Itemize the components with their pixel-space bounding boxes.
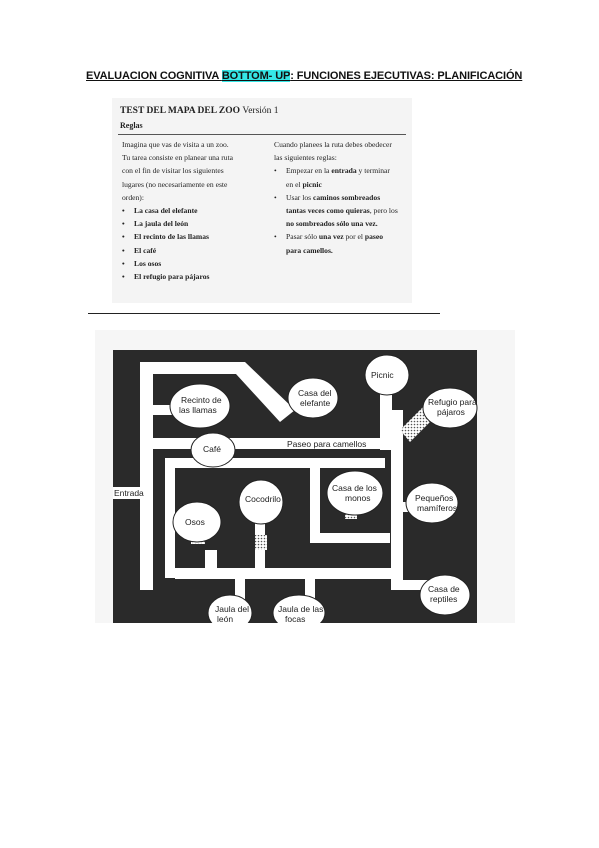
- place-item: Los osos: [122, 257, 262, 270]
- rule-item: Empezar en la entrada y terminar en el p…: [274, 164, 409, 190]
- rule-item: Usar los caminos sombreados tantas veces…: [274, 191, 409, 231]
- heading-part2: : FUNCIONES EJECUTIVAS: PLANIFICACIÓN: [290, 70, 523, 82]
- reptiles-label-line1: Casa de: [428, 584, 460, 594]
- rule-keyword: no sombreados sólo una vez.: [286, 219, 378, 229]
- monkeys-label-line1: Casa de los: [332, 483, 377, 493]
- rules-label: Reglas: [120, 121, 143, 130]
- intro-line: orden):: [122, 192, 144, 202]
- rule-keyword: caminos sombreados: [313, 192, 381, 202]
- rule-text: , pero los: [369, 206, 398, 216]
- monkeys-label-line2: monos: [345, 493, 371, 503]
- place-item: La casa del elefante: [122, 204, 262, 217]
- rules-divider: [118, 134, 406, 135]
- camel-walk-label: Paseo para camellos: [287, 439, 366, 449]
- crocodile-enclosure: [238, 479, 284, 525]
- rule-item: Pasar sólo una vez por el paseo para cam…: [274, 230, 409, 256]
- reptiles-label-line2: reptiles: [430, 594, 457, 604]
- rule-text: Pasar sólo: [286, 232, 319, 242]
- seals-label-line1: Jaula de las: [278, 604, 323, 614]
- intro-line: Imagina que vas de visita a un zoo.: [122, 140, 229, 149]
- rules-list: Empezar en la entrada y terminar en el p…: [274, 164, 409, 256]
- place-item: La jaula del león: [122, 217, 262, 230]
- elephant-label-line1: Casa del: [298, 388, 332, 398]
- rule-text: por el: [343, 232, 365, 242]
- mammals-label-line2: mamíferos: [417, 503, 457, 513]
- rules-intro-line: Cuando planees la ruta debes obedecer: [274, 140, 392, 149]
- cafe-label: Café: [203, 444, 221, 454]
- zoo-map: Recinto de las llamas Casa del elefante …: [113, 350, 478, 623]
- intro-line: Tu tarea consiste en planear una ruta: [122, 153, 234, 163]
- intro-line: lugares (no necesariamente en este: [122, 179, 228, 189]
- section-divider: [88, 313, 440, 314]
- lion-label-line2: león: [217, 614, 233, 623]
- entrance-label: Entrada: [114, 488, 144, 498]
- seals-label-line2: focas: [285, 614, 305, 623]
- rule-text: Usar los: [286, 192, 313, 202]
- lion-label-line1: Jaula del: [215, 604, 249, 614]
- mammals-label-line1: Pequeños: [415, 493, 453, 503]
- zoo-map-figure: Recinto de las llamas Casa del elefante …: [95, 330, 515, 623]
- test-version: Versión 1: [242, 106, 279, 116]
- elephant-house: [287, 377, 339, 419]
- small-mammals-house: [405, 482, 459, 524]
- heading-highlight: BOTTOM- UP: [221, 70, 291, 82]
- rule-keyword: entrada: [331, 166, 357, 176]
- rule-keyword: tantas veces como quieras: [286, 206, 370, 216]
- rule-keyword: picnic: [302, 179, 322, 189]
- birds-label-line2: pájaros: [437, 407, 465, 417]
- reptile-house: [419, 574, 471, 616]
- bird-refuge: [422, 387, 478, 429]
- bears-label: Osos: [185, 517, 205, 527]
- llamas-label-line2: las llamas: [179, 405, 217, 415]
- birds-label-line1: Refugio para: [428, 397, 477, 407]
- place-item: El recinto de las llamas: [122, 230, 262, 243]
- llamas-label-line1: Recinto de: [181, 395, 222, 405]
- picnic-area: [364, 354, 410, 396]
- place-item: El café: [122, 244, 262, 257]
- crocodile-label: Cocodrilo: [245, 494, 281, 504]
- rules-intro-line: las siguientes reglas:: [274, 153, 337, 163]
- intro-line: con el fin de visitar los siguientes: [122, 166, 224, 176]
- test-title: TEST DEL MAPA DEL ZOO Versión 1: [120, 106, 279, 116]
- test-title-text: TEST DEL MAPA DEL ZOO: [120, 106, 241, 116]
- test-instructions-scan: TEST DEL MAPA DEL ZOO Versión 1 Reglas I…: [112, 98, 412, 303]
- instructions-left-column: Imagina que vas de visita a un zoo. Tu t…: [122, 138, 262, 283]
- instructions-right-column: Cuando planees la ruta debes obedecer la…: [274, 138, 409, 257]
- cafe-building: [190, 432, 236, 468]
- rule-text: y terminar: [356, 166, 390, 176]
- rule-text: Empezar en la: [286, 166, 332, 176]
- page-heading: EVALUACION COGNITIVA BOTTOM- UP: FUNCION…: [86, 70, 522, 82]
- seal-cage: [272, 594, 326, 623]
- bear-enclosure: [172, 501, 222, 543]
- places-list: La casa del elefante La jaula del león E…: [122, 204, 262, 283]
- rule-keyword: para camellos.: [286, 245, 333, 255]
- rule-text: en el: [286, 179, 303, 189]
- place-item: El refugio para pájaros: [122, 270, 262, 283]
- lion-cage: [207, 594, 253, 623]
- picnic-label: Picnic: [371, 370, 394, 380]
- heading-part1: EVALUACION COGNITIVA: [86, 70, 222, 82]
- elephant-label-line2: elefante: [300, 398, 331, 408]
- monkey-house: [326, 470, 384, 516]
- rule-keyword: una vez: [318, 232, 344, 242]
- rule-keyword: paseo: [364, 232, 384, 242]
- llamas-enclosure: [169, 383, 231, 429]
